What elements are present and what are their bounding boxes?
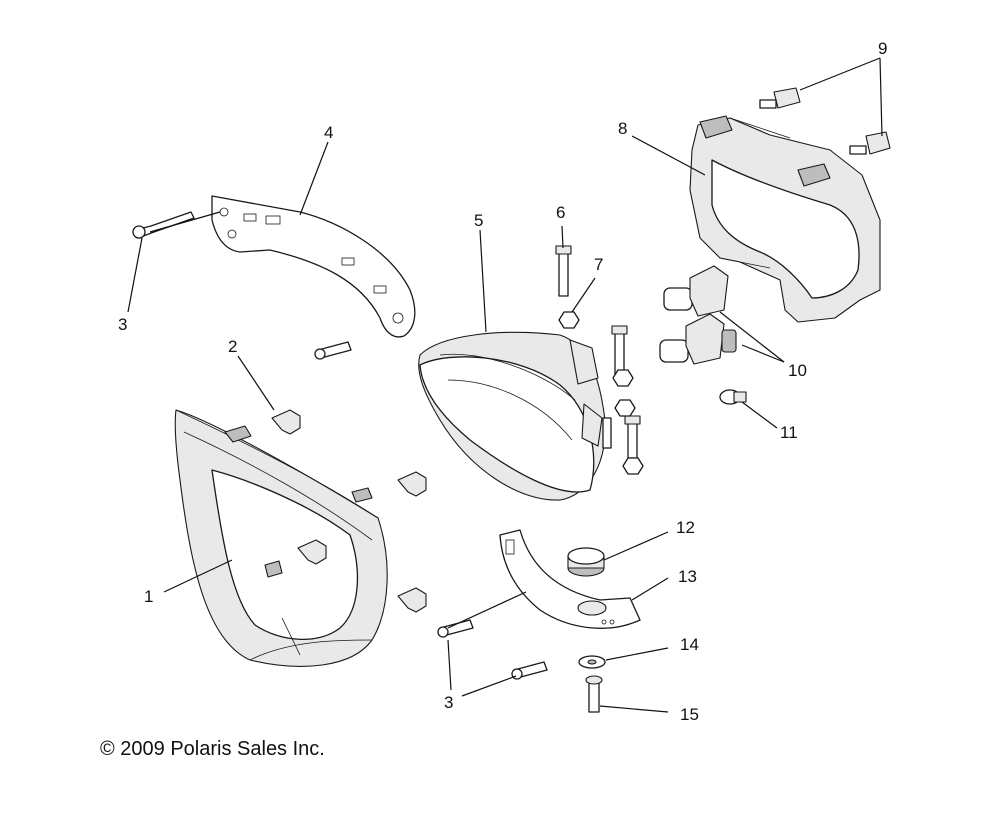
- leader-3a-upper: [127, 237, 143, 313]
- leader-4: [299, 141, 329, 216]
- part-8-rear-housing: [689, 115, 881, 323]
- callout-6: 6: [556, 203, 565, 222]
- leader-1: [163, 559, 233, 593]
- leader-12: [603, 531, 669, 561]
- leader-6: [561, 225, 564, 249]
- leader-3b-lower: [461, 675, 517, 697]
- part-13-lower-bracket: [499, 529, 641, 629]
- callout-5: 5: [474, 211, 483, 230]
- callout-numbers: 1 2 3 3 4 5 6 7 8 9 10 11 12 13 14 15: [118, 39, 887, 724]
- callout-2: 2: [228, 337, 237, 356]
- callout-12: 12: [676, 518, 695, 537]
- part-1-headlight-bezel: [174, 409, 388, 667]
- leader-10a: [719, 311, 785, 363]
- part-9-connectors: [759, 87, 891, 155]
- callout-14: 14: [680, 635, 699, 654]
- leader-10b: [741, 344, 785, 363]
- leader-9a: [799, 57, 881, 91]
- callout-3-upper: 3: [118, 315, 127, 334]
- callout-1: 1: [144, 587, 153, 606]
- callout-4: 4: [324, 123, 333, 142]
- leader-7: [571, 277, 596, 313]
- callout-11: 11: [780, 423, 798, 442]
- leader-11: [741, 401, 778, 429]
- part-3-screws: [132, 211, 548, 680]
- leader-15: [599, 705, 669, 713]
- callout-7: 7: [594, 255, 603, 274]
- part-15-bolt: [585, 675, 603, 713]
- part-4-upper-bracket: [211, 195, 416, 338]
- part-12-grommet: [567, 547, 605, 577]
- leader-13: [631, 577, 669, 601]
- callout-8: 8: [618, 119, 627, 138]
- leader-8: [631, 135, 706, 176]
- leader-5: [479, 229, 487, 333]
- leader-3c: [447, 591, 527, 629]
- leader-14: [605, 647, 669, 661]
- part-11-small-bulb: [719, 389, 747, 405]
- leader-2: [237, 355, 275, 411]
- callout-10: 10: [788, 361, 807, 380]
- part-10-bulbs: [659, 265, 737, 365]
- part-2-mounting-clips: [271, 409, 427, 613]
- leader-3b-upper: [447, 639, 452, 691]
- leader-lines: [127, 57, 883, 713]
- part-7-nuts: [558, 311, 644, 475]
- copyright-notice: © 2009 Polaris Sales Inc.: [100, 738, 325, 760]
- part-5-headlight-housing: [418, 331, 606, 501]
- part-14-washer: [578, 655, 606, 669]
- callout-9: 9: [878, 39, 887, 58]
- callout-13: 13: [678, 567, 697, 586]
- callout-3-lower: 3: [444, 693, 453, 712]
- leader-3a-bracket: [149, 211, 221, 233]
- callout-15: 15: [680, 705, 699, 724]
- leader-9b: [879, 57, 883, 137]
